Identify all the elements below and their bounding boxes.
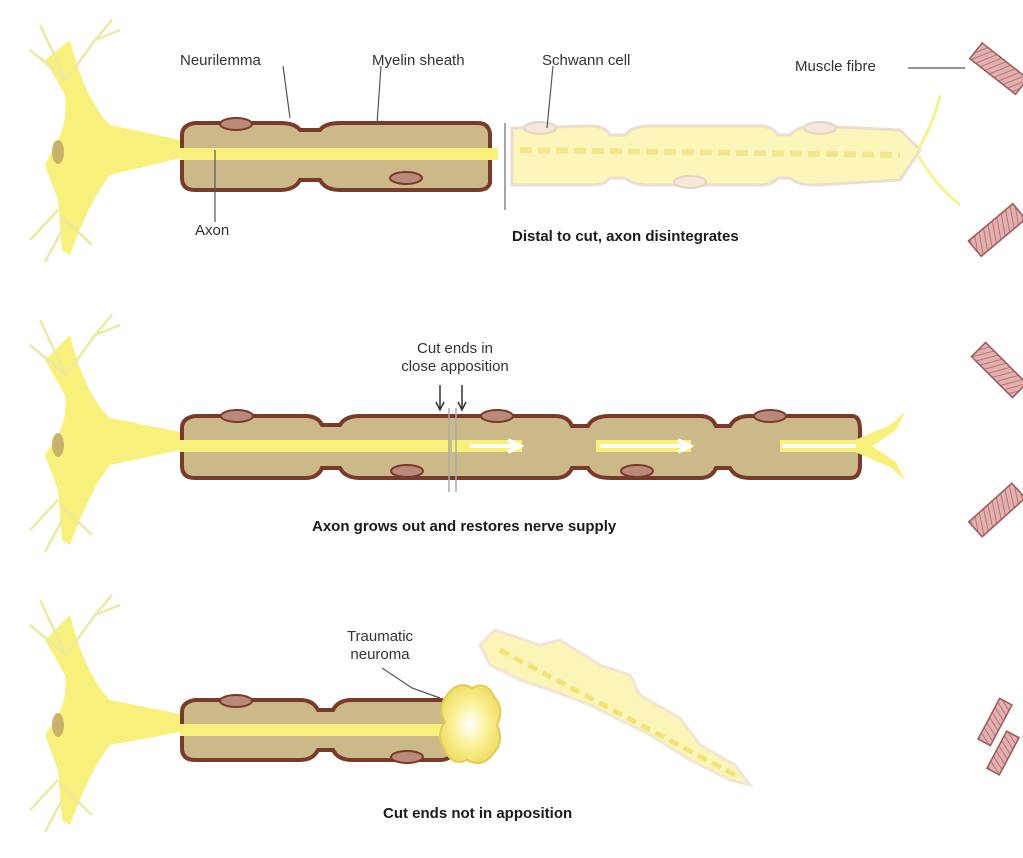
label-traumatic-line2: neuroma — [320, 646, 440, 664]
neuroma-leader — [382, 668, 440, 698]
neuron-cell-body — [30, 20, 180, 262]
label-axon: Axon — [195, 222, 229, 240]
degenerating-axon-3 — [500, 650, 735, 775]
label-cut-ends-line1: Cut ends in — [380, 340, 530, 358]
muscle-fibre-1a — [970, 43, 1023, 94]
detached-distal-segment — [480, 630, 750, 785]
apposition-arrows — [436, 385, 466, 410]
label-muscle-fibre: Muscle fibre — [795, 58, 876, 76]
distal-degenerating-segment — [512, 95, 960, 205]
label-neurilemma: Neurilemma — [180, 52, 261, 70]
panel-3 — [30, 595, 1019, 832]
caption-panel-2: Axon grows out and restores nerve supply — [312, 518, 616, 535]
muscle-fibre-2b — [969, 483, 1023, 537]
panel-1 — [30, 20, 1023, 262]
axon-proximal-3 — [180, 724, 450, 736]
caption-panel-3: Cut ends not in apposition — [383, 805, 572, 822]
proximal-axon-segment — [180, 118, 498, 190]
caption-panel-1: Distal to cut, axon disintegrates — [512, 228, 739, 245]
schwann-nucleus — [220, 695, 252, 707]
label-myelin-sheath: Myelin sheath — [372, 52, 465, 70]
label-schwann-cell: Schwann cell — [542, 52, 630, 70]
schwann-nucleus — [391, 465, 423, 477]
axon-proximal-2 — [180, 440, 450, 452]
neuron-cell-body-3 — [30, 595, 180, 832]
label-cut-ends-line2: close apposition — [375, 358, 535, 376]
traumatic-neuroma — [440, 685, 500, 763]
schwann-nucleus — [481, 410, 513, 422]
schwann-nucleus — [754, 410, 786, 422]
axon-growth-cone — [855, 412, 905, 480]
label-traumatic-line1: Traumatic — [320, 628, 440, 646]
muscle-fibre-2a — [971, 342, 1023, 397]
schwann-nucleus — [621, 465, 653, 477]
muscle-fibre-1b — [968, 204, 1023, 257]
schwann-nucleus — [221, 410, 253, 422]
neuron-cell-body-2 — [30, 315, 180, 552]
schwann-nucleus — [391, 751, 423, 763]
